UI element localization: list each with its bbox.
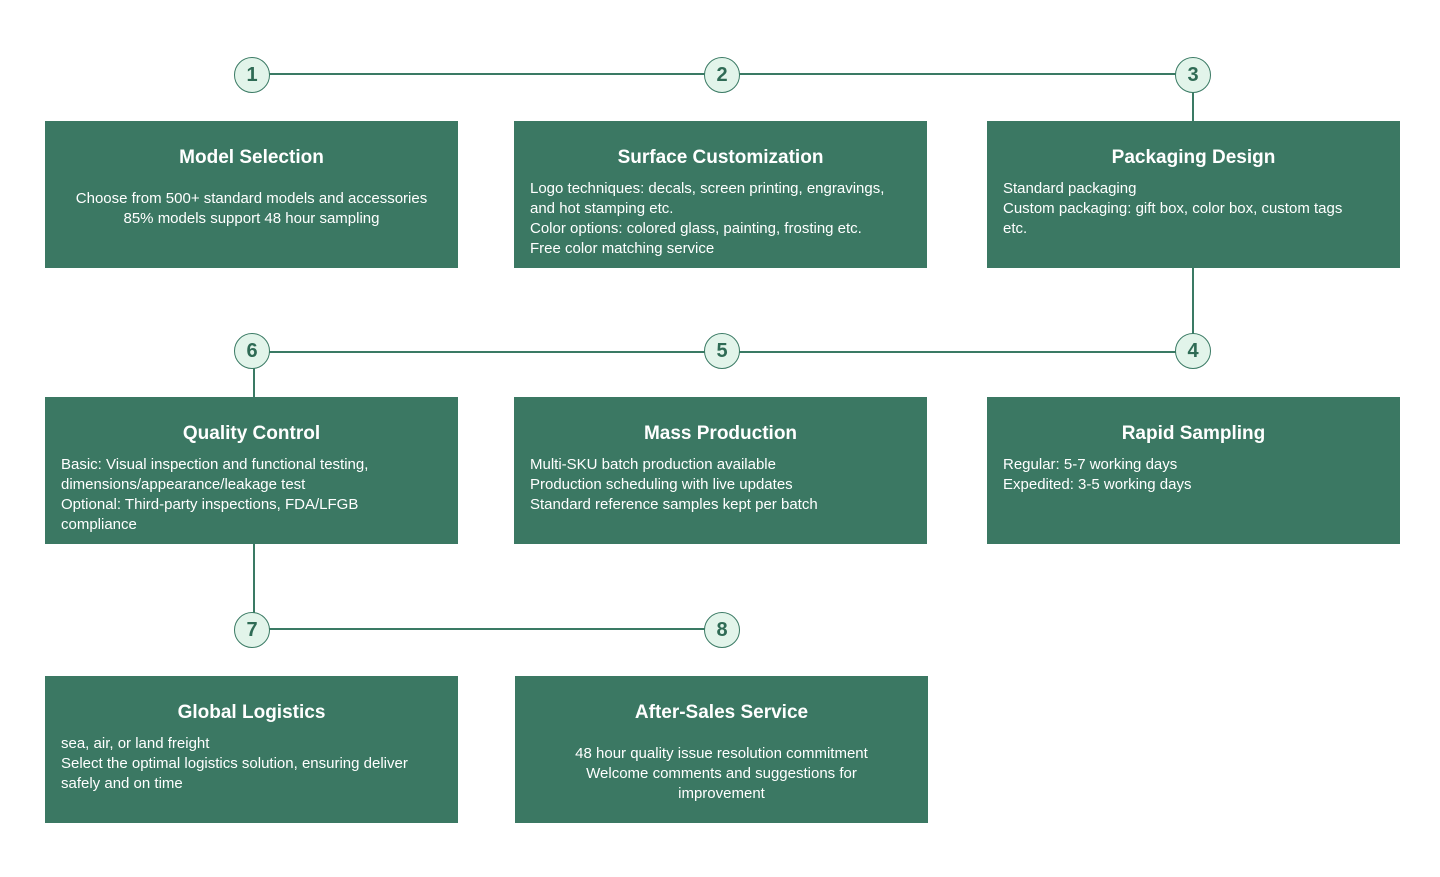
description-line: Standard reference samples kept per batc… xyxy=(530,496,818,513)
step-number-5: 5 xyxy=(704,333,740,369)
step-card-surface-customization: Surface Customization Logo techniques: d… xyxy=(514,121,927,268)
connector-4-5 xyxy=(722,351,1193,353)
step-number-4: 4 xyxy=(1175,333,1211,369)
step-card-model-selection: Model Selection Choose from 500+ standar… xyxy=(45,121,458,268)
connector-5-6 xyxy=(252,351,722,353)
step-number-7: 7 xyxy=(234,612,270,648)
step-title: Model Selection xyxy=(179,147,324,168)
description-line: Production scheduling with live updates xyxy=(530,476,793,493)
step-card-packaging-design: Packaging Design Standard packaging Cust… xyxy=(987,121,1400,268)
step-title: Global Logistics xyxy=(177,702,326,723)
description-line: Regular: 5-7 working days xyxy=(1003,456,1178,473)
description-line: Select the optimal logistics solution, e… xyxy=(61,755,408,772)
description-line: 85% models support 48 hour sampling xyxy=(123,210,380,227)
step-description: Standard packaging Custom packaging: gif… xyxy=(1003,179,1384,239)
step-description: Choose from 500+ standard models and acc… xyxy=(61,189,442,229)
step-title: After-Sales Service xyxy=(634,702,809,723)
description-line: dimensions/appearance/leakage test xyxy=(61,476,306,493)
description-line: Welcome comments and suggestions for xyxy=(586,765,857,782)
step-card-global-logistics: Global Logistics sea, air, or land freig… xyxy=(45,676,458,823)
step-card-after-sales-service: After-Sales Service 48 hour quality issu… xyxy=(515,676,928,823)
description-line: Basic: Visual inspection and functional … xyxy=(61,456,369,473)
connector-7-8 xyxy=(252,628,722,630)
description-line: Expedited: 3-5 working days xyxy=(1003,476,1192,493)
step-card-quality-control: Quality Control Basic: Visual inspection… xyxy=(45,397,458,544)
step-card-mass-production: Mass Production Multi-SKU batch producti… xyxy=(514,397,927,544)
description-line: safely and on time xyxy=(61,775,183,792)
description-line: Logo techniques: decals, screen printing… xyxy=(530,180,885,197)
step-title: Surface Customization xyxy=(617,147,824,168)
description-line: Custom packaging: gift box, color box, c… xyxy=(1003,200,1343,217)
description-line: compliance xyxy=(61,516,137,533)
step-description: Regular: 5-7 working days Expedited: 3-5… xyxy=(1003,455,1384,495)
connector-6-7 xyxy=(253,543,255,630)
description-line: Free color matching service xyxy=(530,240,715,257)
description-line: etc. xyxy=(1003,220,1028,237)
step-title: Quality Control xyxy=(182,423,321,444)
step-description: Logo techniques: decals, screen printing… xyxy=(530,179,911,259)
step-number-3: 3 xyxy=(1175,57,1211,93)
description-line: Choose from 500+ standard models and acc… xyxy=(75,190,428,207)
description-line: sea, air, or land freight xyxy=(61,735,210,752)
step-description: 48 hour quality issue resolution commitm… xyxy=(531,744,912,804)
step-description: Multi-SKU batch production available Pro… xyxy=(530,455,911,515)
step-title: Mass Production xyxy=(643,423,798,444)
connector-2-3 xyxy=(722,73,1193,75)
step-description: Basic: Visual inspection and functional … xyxy=(61,455,442,535)
step-number-6: 6 xyxy=(234,333,270,369)
connector-3-4 xyxy=(1192,267,1194,351)
step-title: Rapid Sampling xyxy=(1121,423,1266,444)
description-line: 48 hour quality issue resolution commitm… xyxy=(575,745,868,762)
connector-6-card xyxy=(253,351,255,398)
description-line: and hot stamping etc. xyxy=(530,200,674,217)
step-card-rapid-sampling: Rapid Sampling Regular: 5-7 working days… xyxy=(987,397,1400,544)
step-number-2: 2 xyxy=(704,57,740,93)
description-line: Standard packaging xyxy=(1003,180,1137,197)
description-line: Multi-SKU batch production available xyxy=(530,456,776,473)
connector-3-card xyxy=(1192,75,1194,122)
step-title: Packaging Design xyxy=(1111,147,1276,168)
step-number-8: 8 xyxy=(704,612,740,648)
description-line: Color options: colored glass, painting, … xyxy=(530,220,862,237)
description-line: Optional: Third-party inspections, FDA/L… xyxy=(61,496,359,513)
step-number-1: 1 xyxy=(234,57,270,93)
connector-1-2 xyxy=(252,73,722,75)
description-line: improvement xyxy=(678,785,765,802)
step-description: sea, air, or land freight Select the opt… xyxy=(61,734,442,794)
